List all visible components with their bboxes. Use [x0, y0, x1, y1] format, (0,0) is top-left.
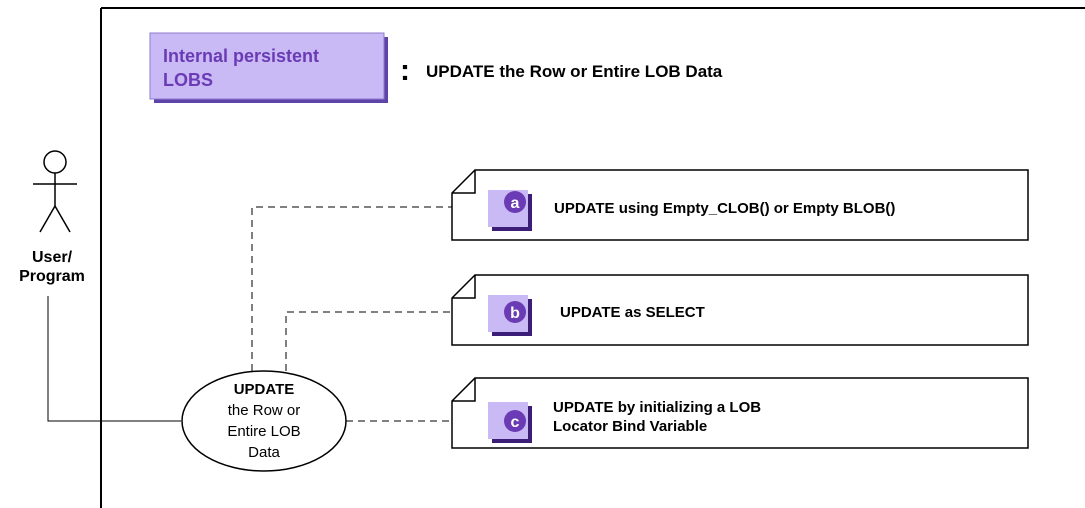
note-box-b: [451, 274, 1029, 346]
badge-letter-b: b: [510, 305, 520, 322]
sub-case-c-label-line2: Locator Bind Variable: [553, 418, 707, 435]
sub-case-b-label: UPDATE as SELECT: [560, 304, 705, 321]
connector-a: [251, 206, 452, 371]
sub-case-b: b UPDATE as SELECT: [451, 274, 1029, 346]
diagram-title: UPDATE the Row or Entire LOB Data: [426, 62, 723, 81]
main-use-case-line3: Entire LOB: [227, 423, 300, 440]
sub-case-c-label-line1: UPDATE by initializing a LOB: [553, 399, 761, 416]
actor-connector: [47, 296, 181, 422]
main-use-case-line2: the Row or: [228, 402, 301, 419]
main-use-case-line1: UPDATE: [234, 381, 295, 398]
badge-letter-c: c: [511, 414, 520, 431]
actor-right-leg: [54, 205, 71, 233]
header-separator: :: [400, 54, 410, 87]
actor-label-line1: User/: [32, 249, 73, 266]
badge-letter-a: a: [511, 195, 520, 212]
sub-case-a-label: UPDATE using Empty_CLOB() or Empty BLOB(…: [554, 200, 895, 217]
badge-c-icon: [504, 410, 526, 432]
note-fold-c: [452, 378, 476, 402]
actor-icon: [33, 150, 77, 233]
category-label-line2: LOBS: [163, 70, 213, 90]
actor-label-line2: Program: [19, 268, 85, 285]
main-use-case-line4: Data: [248, 444, 280, 461]
actor-head: [43, 150, 67, 174]
note-fold-b: [452, 275, 476, 299]
actor-left-leg: [39, 205, 56, 233]
note-fold-a: [452, 170, 476, 194]
sub-case-c: c UPDATE by initializing a LOB Locator B…: [451, 377, 1029, 449]
badge-b-icon: [504, 301, 526, 323]
note-box-a: [451, 169, 1029, 241]
category-label-line1: Internal persistent: [163, 46, 319, 66]
note-box-c: [451, 377, 1029, 449]
category-label-background: [149, 32, 385, 100]
connector-b: [285, 311, 452, 371]
sub-case-a: a UPDATE using Empty_CLOB() or Empty BLO…: [451, 169, 1029, 241]
category-label-box: Internal persistent LOBS: [149, 32, 388, 103]
badge-a-icon: [504, 191, 526, 213]
main-use-case: UPDATE the Row or Entire LOB Data: [181, 370, 347, 472]
